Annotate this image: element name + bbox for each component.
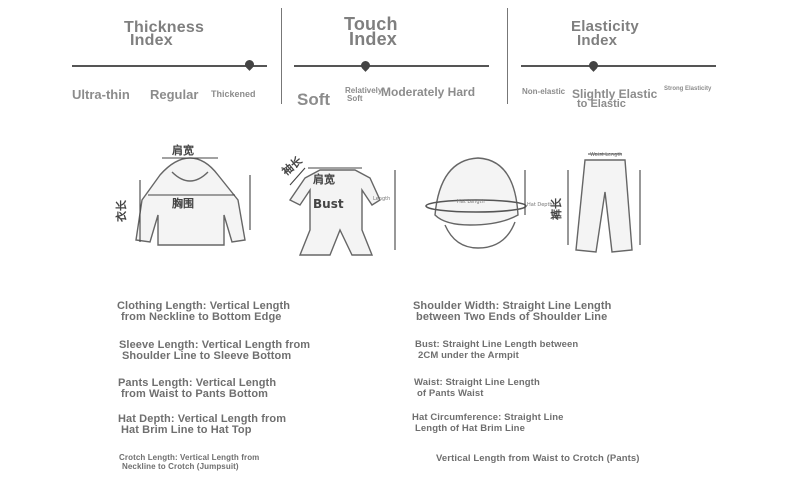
touch-pin-icon bbox=[359, 59, 372, 72]
thickness-level-1: Ultra-thin bbox=[72, 87, 130, 102]
thickness-level-3: Thickened bbox=[211, 89, 256, 99]
def-shoulder-width: Shoulder Width: Straight Line Length bet… bbox=[413, 300, 612, 323]
label-hat-length: Hat Length bbox=[457, 199, 485, 205]
touch-level-1: Soft bbox=[297, 90, 331, 109]
elasticity-level-1: Non-elastic bbox=[522, 87, 566, 96]
def-hat-circumference: Hat Circumference: Straight Line Length … bbox=[412, 412, 564, 434]
thickness-pin-icon bbox=[243, 58, 256, 71]
thickness-title-line2: Index bbox=[130, 32, 173, 49]
label-pants-length: 裤长 bbox=[549, 197, 563, 221]
divider-1 bbox=[281, 8, 282, 104]
cap-icon bbox=[425, 157, 527, 249]
label-length-small: Length bbox=[373, 196, 390, 202]
touch-level-2a: Relatively bbox=[345, 86, 383, 95]
pants-icon bbox=[575, 159, 633, 253]
thickness-scale-line bbox=[72, 65, 267, 67]
label-shoulder-hoodie: 肩宽 bbox=[172, 143, 194, 157]
def-crotch-length: Crotch Length: Vertical Length from Neck… bbox=[119, 453, 260, 471]
elasticity-level-2a: Slightly Elastic bbox=[572, 87, 658, 101]
def-clothing-length: Clothing Length: Vertical Length from Ne… bbox=[117, 300, 291, 323]
label-sleeve: 袖长 bbox=[279, 153, 306, 179]
label-clothing-length: 衣长 bbox=[114, 199, 128, 222]
def-pants-length: Pants Length: Vertical Length from Waist… bbox=[118, 377, 277, 400]
elasticity-title-line2: Index bbox=[577, 32, 618, 49]
touch-scale-line bbox=[294, 65, 489, 67]
thickness-level-2: Regular bbox=[150, 87, 199, 102]
label-hat-depth: Hat Depth bbox=[527, 202, 553, 208]
elasticity-pin-icon bbox=[587, 59, 600, 72]
thickness-title-line1: Thickness bbox=[124, 19, 205, 36]
jumpsuit-icon bbox=[288, 169, 381, 256]
divider-2 bbox=[507, 8, 508, 104]
touch-level-3: Moderately Hard bbox=[381, 85, 476, 99]
touch-title-line1: Touch bbox=[344, 14, 398, 34]
elasticity-scale-line bbox=[521, 65, 716, 67]
label-waist-small: Waist Length bbox=[590, 152, 622, 158]
label-shoulder-jumpsuit: 肩宽 bbox=[313, 172, 335, 186]
def-sleeve-length: Sleeve Length: Vertical Length from Shou… bbox=[119, 339, 311, 362]
hoodie-icon bbox=[135, 157, 246, 246]
def-bust: Bust: Straight Line Length between 2CM u… bbox=[415, 339, 579, 361]
def-waist: Waist: Straight Line Length of Pants Wai… bbox=[414, 377, 540, 399]
label-bust: Bust bbox=[313, 197, 344, 211]
elasticity-level-2b: to Elastic bbox=[577, 98, 626, 110]
elasticity-level-3: Strong Elasticity bbox=[664, 86, 712, 92]
measurement-diagrams: 肩宽 胸围 衣长 袖长 肩宽 Bust 裤长 Hat Length Hat De… bbox=[114, 143, 641, 256]
touch-title-line2: Index bbox=[349, 29, 398, 49]
elasticity-title-line1: Elasticity bbox=[571, 18, 639, 35]
touch-level-2b: Soft bbox=[347, 94, 363, 103]
def-crotch-pants: Vertical Length from Waist to Crotch (Pa… bbox=[436, 453, 640, 464]
def-hat-depth: Hat Depth: Vertical Length from Hat Brim… bbox=[118, 413, 287, 436]
label-chest: 胸围 bbox=[172, 196, 194, 210]
